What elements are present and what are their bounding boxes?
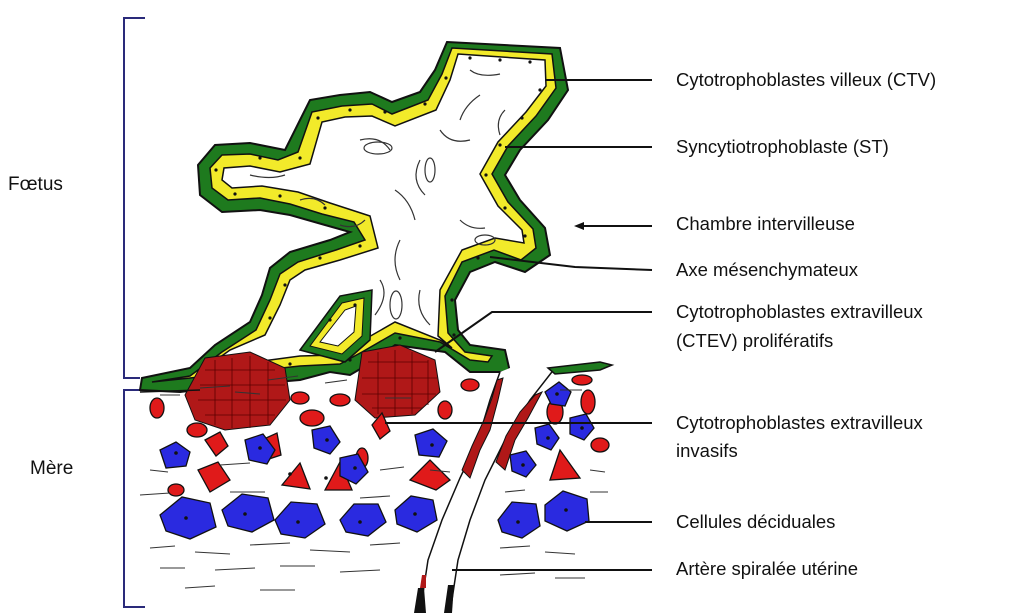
arrowhead-chambre — [574, 222, 584, 230]
leader-arrowheads — [574, 222, 584, 230]
foetus-bracket — [124, 18, 145, 378]
mere-bracket — [124, 390, 145, 607]
label-mere: Mère — [30, 458, 73, 480]
label-ctv: Cytotrophoblastes villeux (CTV) — [676, 69, 936, 92]
label-ctev-inv-line2: invasifs — [676, 440, 738, 463]
label-ctev-inv-line1: Cytotrophoblastes extravilleux — [676, 412, 923, 435]
label-axe: Axe mésenchymateux — [676, 259, 858, 282]
basal-plate-right — [548, 362, 612, 374]
label-artere: Artère spiralée utérine — [676, 558, 858, 581]
label-ctev-prolif-line2: (CTEV) prolifératifs — [676, 330, 833, 353]
label-chambre: Chambre intervilleuse — [676, 213, 855, 236]
label-deciduales: Cellules déciduales — [676, 511, 835, 534]
label-ctev-prolif-line1: Cytotrophoblastes extravilleux — [676, 301, 923, 324]
label-foetus: Fœtus — [8, 174, 63, 196]
label-st: Syncytiotrophoblaste (ST) — [676, 136, 889, 159]
